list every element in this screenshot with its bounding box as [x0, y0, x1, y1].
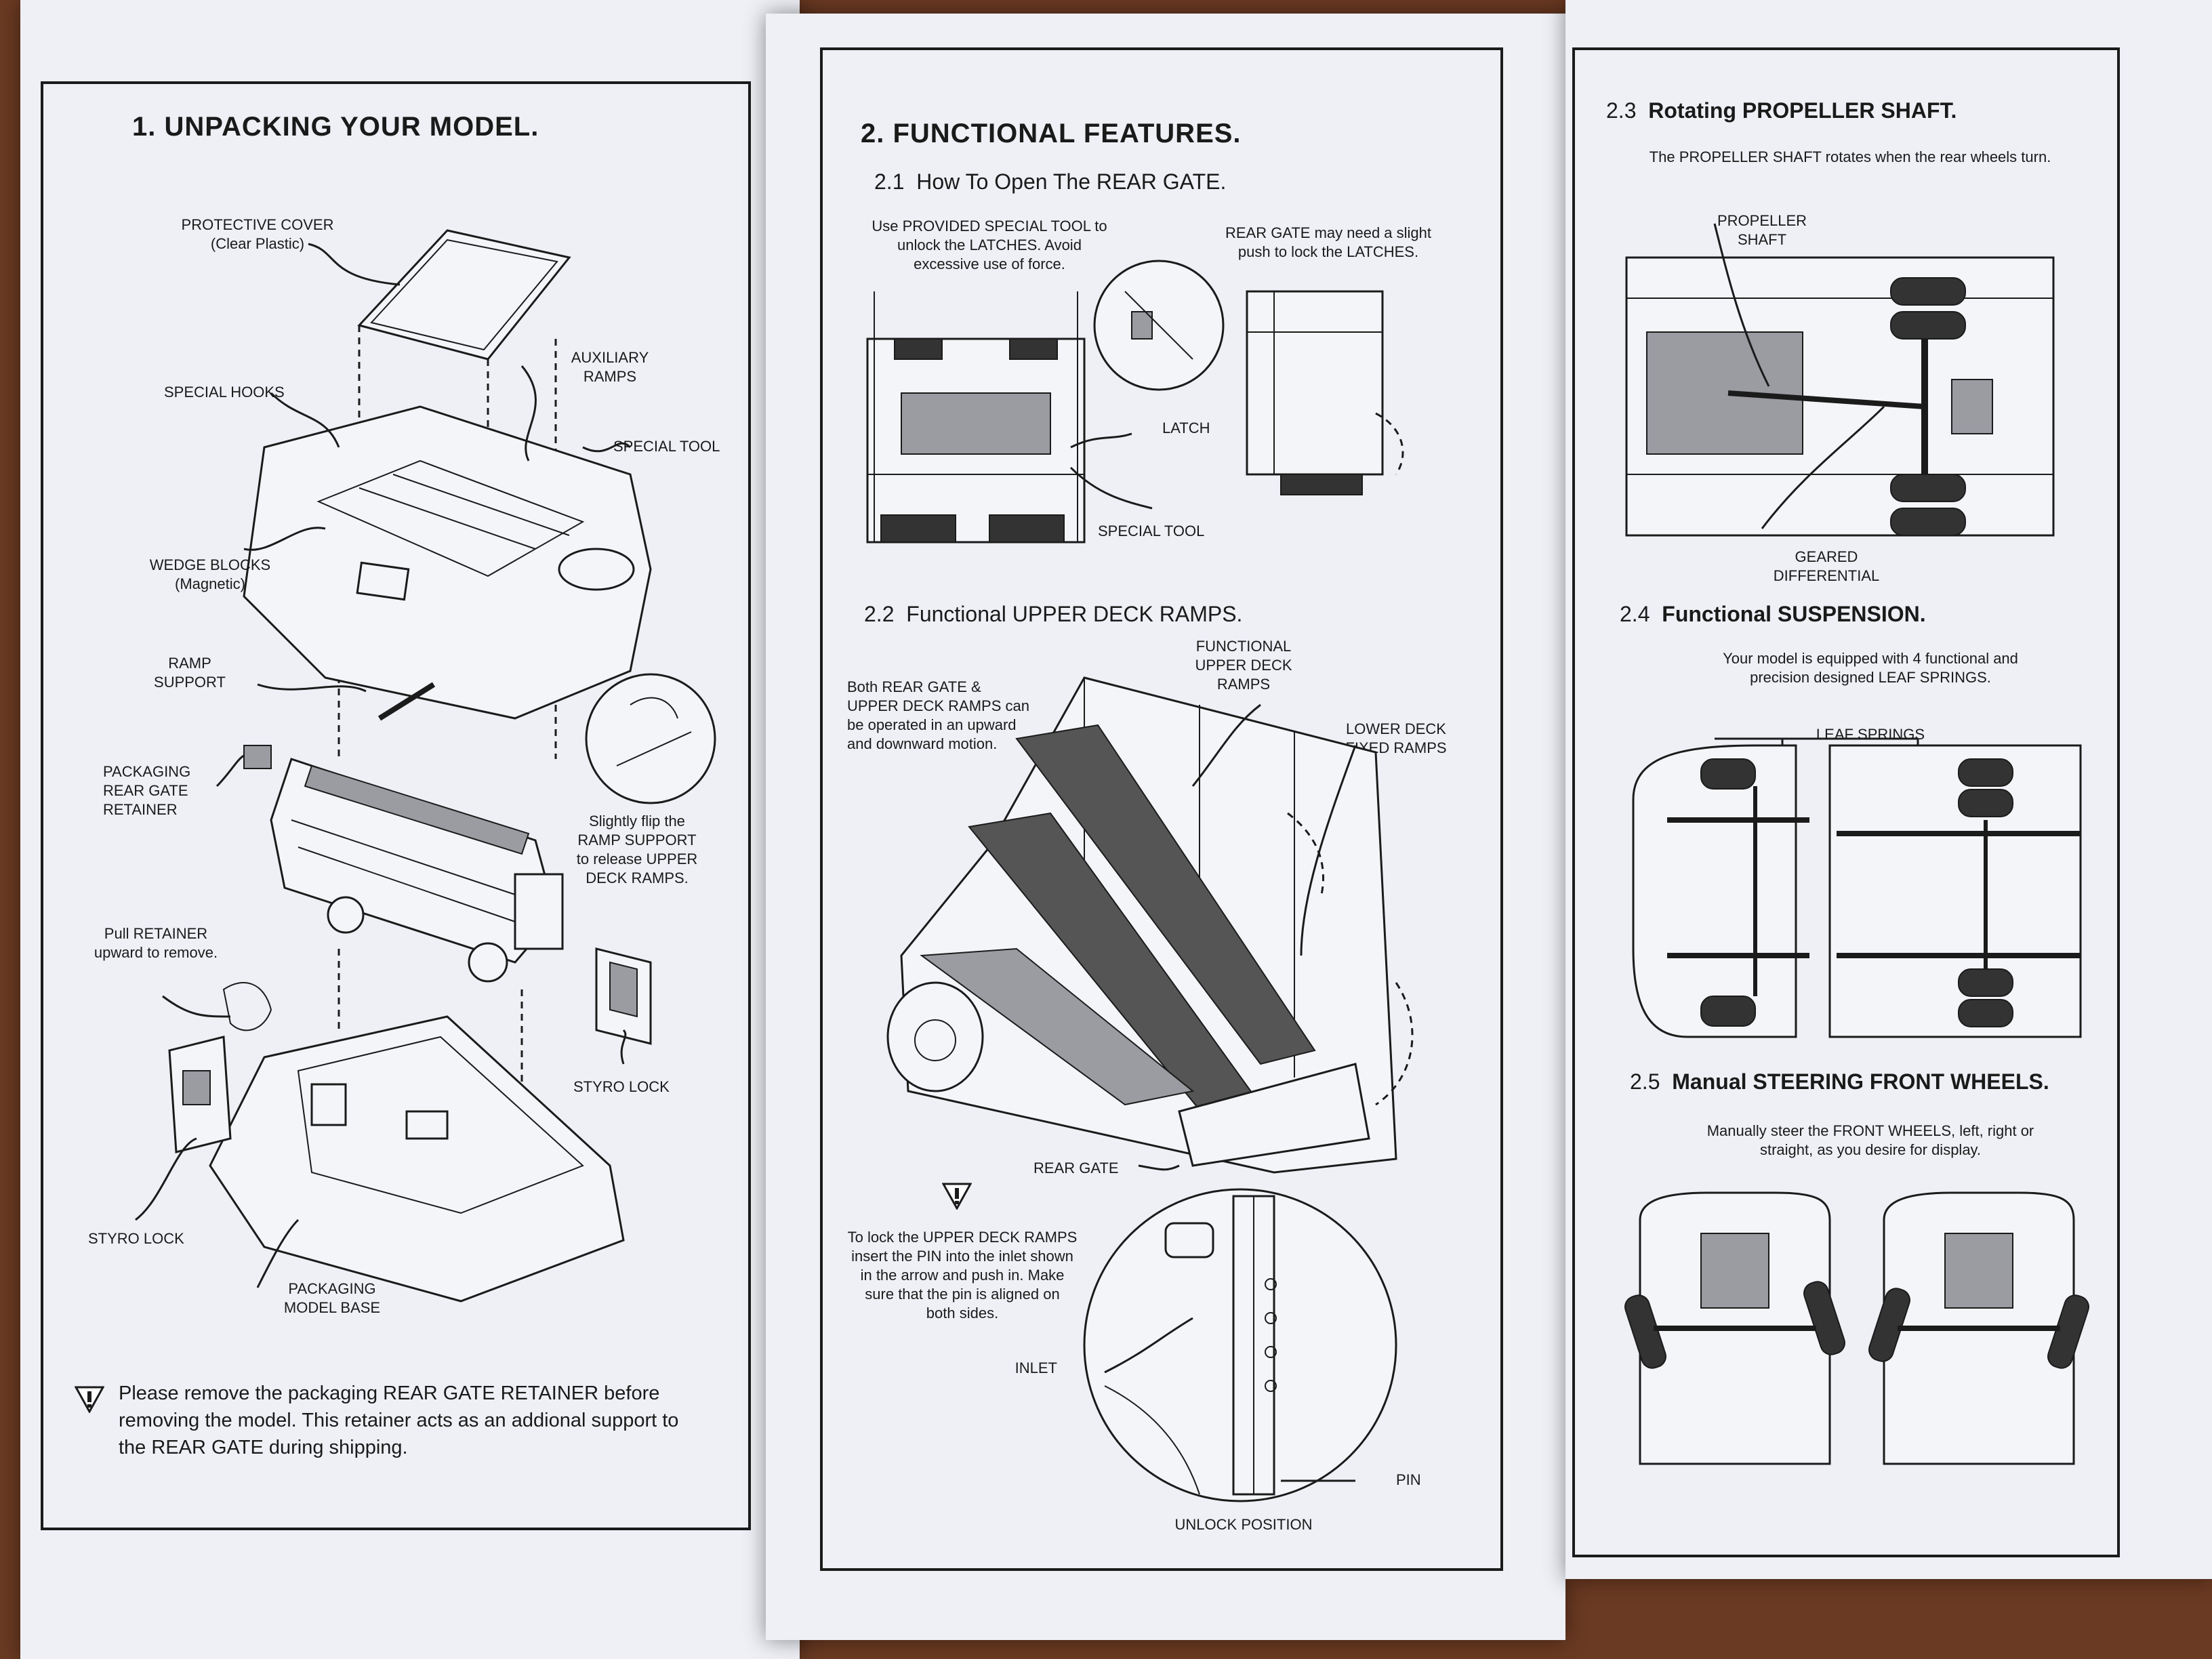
section-2-5-title: 2.5 Manual STEERING FRONT WHEELS. — [1630, 1069, 2049, 1094]
unpacking-note: Please remove the packaging REAR GATE RE… — [119, 1382, 679, 1458]
label-styro-lock-right: STYRO LOCK — [573, 1078, 670, 1095]
propeller-shaft-diagram — [1626, 251, 2053, 542]
label-sec23-text: The PROPELLER SHAFT rotates when the rea… — [1649, 148, 2051, 165]
label-tool-note: Use PROVIDED SPECIAL TOOL to unlock the … — [872, 218, 1107, 272]
steering-diagram — [1626, 1193, 2087, 1464]
section-2-3-title: 2.3 Rotating PROPELLER SHAFT. — [1606, 98, 1957, 123]
label-sec24-text: Your model is equipped with 4 functional… — [1723, 650, 2018, 686]
label-unlock-position: UNLOCK POSITION — [1174, 1516, 1313, 1533]
label-flip-ramp-support: Slightly flip the RAMP SUPPORT to releas… — [576, 813, 698, 886]
label-styro-lock-left: STYRO LOCK — [88, 1230, 184, 1247]
label-special-hooks: SPECIAL HOOKS — [164, 384, 285, 401]
label-lock-note: To lock the UPPER DECK RAMPS insert the … — [847, 1229, 1078, 1322]
label-special-tool-mid: SPECIAL TOOL — [1098, 523, 1205, 539]
warning-icon — [75, 1386, 104, 1413]
label-pin: PIN — [1396, 1471, 1421, 1488]
suspension-diagram — [1620, 745, 2081, 1037]
label-lower-ramps: LOWER DECK FIXED RAMPS — [1345, 720, 1447, 756]
label-ramps-note: Both REAR GATE & UPPER DECK RAMPS can be… — [847, 678, 1029, 752]
upper-deck-ramps-diagram — [881, 671, 1437, 1172]
label-upper-ramps: FUNCTIONAL UPPER DECK RAMPS — [1195, 638, 1292, 693]
label-packaging-retainer: PACKAGING REAR GATE RETAINER — [103, 763, 191, 818]
label-leaf-springs: LEAF SPRINGS — [1816, 726, 1925, 743]
label-sec25-text: Manually steer the FRONT WHEELS, left, r… — [1706, 1122, 2034, 1158]
section-2-title: 2. FUNCTIONAL FEATURES. — [861, 119, 1242, 148]
right-panel-frame — [1572, 47, 2120, 1557]
label-packaging-base: PACKAGING MODEL BASE — [283, 1280, 381, 1316]
label-propeller-shaft: PROPELLER SHAFT — [1717, 212, 1807, 248]
label-ramp-support: RAMP SUPPORT — [154, 655, 226, 691]
section-2-2-title: 2.2 Functional UPPER DECK RAMPS. — [864, 602, 1243, 626]
pin-lock-diagram — [1078, 1183, 1389, 1515]
label-protective-cover: PROTECTIVE COVER (Clear Plastic) — [181, 216, 334, 252]
label-auxiliary-ramps: AUXILIARY RAMPS — [571, 349, 649, 385]
label-latch: LATCH — [1162, 419, 1210, 436]
label-pull-retainer: Pull RETAINER upward to remove. — [94, 925, 218, 961]
label-wedge-blocks: WEDGE BLOCKS (Magnetic) — [149, 556, 271, 592]
label-rear-gate: REAR GATE — [1033, 1160, 1119, 1176]
rear-gate-diagram — [840, 251, 1450, 576]
label-inlet: INLET — [1015, 1359, 1057, 1376]
middle-panel-frame — [820, 47, 1503, 1571]
unpacking-diagram — [41, 81, 745, 1525]
section-1-title: 1. UNPACKING YOUR MODEL. — [132, 112, 539, 142]
label-geared-differential: GEARED DIFFERENTIAL — [1773, 548, 1880, 584]
label-special-tool-left: SPECIAL TOOL — [613, 438, 720, 455]
warning-icon-2 — [942, 1183, 972, 1210]
section-2-4-title: 2.4 Functional SUSPENSION. — [1620, 602, 1926, 626]
section-2-1-title: 2.1 How To Open The REAR GATE. — [874, 169, 1227, 194]
left-panel-frame — [41, 81, 751, 1530]
label-gate-note: REAR GATE may need a slight push to lock… — [1225, 224, 1432, 260]
